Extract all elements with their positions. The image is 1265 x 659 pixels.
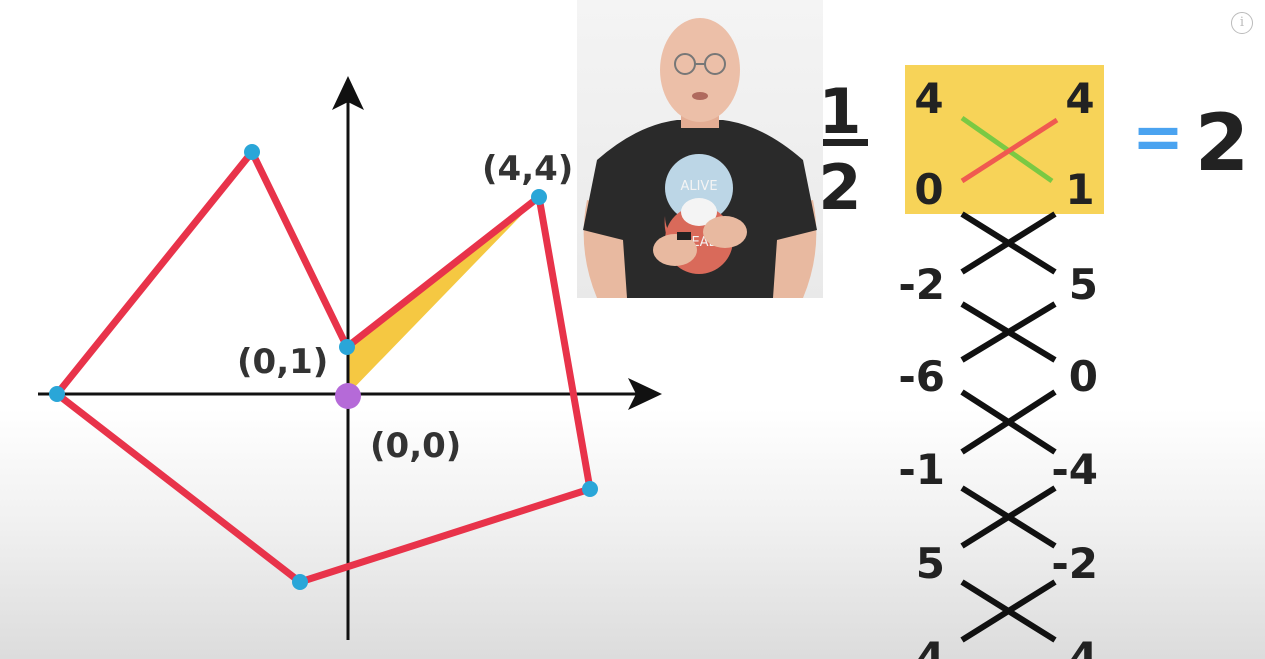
determinant-box bbox=[905, 65, 1104, 214]
fraction-bar bbox=[812, 139, 868, 146]
left-value: 4 bbox=[916, 633, 945, 659]
shirt-text-top: ALIVE bbox=[680, 179, 717, 194]
right-value: -2 bbox=[1051, 539, 1098, 588]
y-axis-arrow bbox=[332, 76, 364, 110]
right-value: 5 bbox=[1069, 260, 1098, 309]
left-value: 5 bbox=[916, 539, 945, 588]
shaded-triangle bbox=[347, 197, 539, 394]
left-value: -2 bbox=[898, 260, 945, 309]
left-value: -6 bbox=[898, 352, 945, 401]
vertex-dot bbox=[531, 189, 547, 205]
presenter-illustration: ALIVE EAD bbox=[583, 18, 817, 298]
vertex-dot bbox=[244, 144, 260, 160]
fraction-numerator: 1 bbox=[818, 75, 861, 148]
fraction-denominator: 2 bbox=[818, 151, 861, 224]
origin-dot bbox=[335, 383, 361, 409]
presenter-video: ALIVE EAD bbox=[577, 0, 823, 298]
right-value: -4 bbox=[1051, 445, 1098, 494]
info-icon[interactable]: i bbox=[1231, 12, 1253, 34]
box-bottom-right: 1 bbox=[1065, 165, 1094, 214]
equals-sign: = bbox=[1132, 100, 1184, 173]
cross-lines bbox=[960, 211, 1057, 643]
vertex-dot bbox=[582, 481, 598, 497]
right-value: 0 bbox=[1069, 352, 1098, 401]
left-value: -1 bbox=[898, 445, 945, 494]
point-label-4-4: (4,4) bbox=[482, 149, 573, 189]
point-label-0-0: (0,0) bbox=[370, 426, 461, 466]
vertex-dot bbox=[339, 339, 355, 355]
result-value: 2 bbox=[1195, 99, 1249, 189]
box-top-right: 4 bbox=[1065, 74, 1094, 123]
right-value: 4 bbox=[1069, 633, 1098, 659]
vertex-dot bbox=[49, 386, 65, 402]
cross-red-line bbox=[960, 117, 1059, 184]
box-top-left: 4 bbox=[914, 74, 943, 123]
vertex-dot bbox=[292, 574, 308, 590]
box-bottom-left: 0 bbox=[914, 165, 943, 214]
point-label-0-1: (0,1) bbox=[237, 342, 328, 382]
x-axis-arrow bbox=[628, 378, 662, 410]
